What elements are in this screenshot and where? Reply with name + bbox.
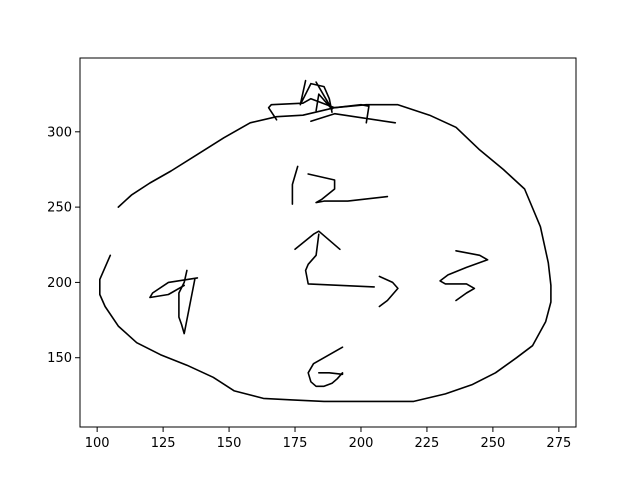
series-line-11: [439, 250, 489, 302]
x-axis: 100 125 150 175 200 225 250 275: [85, 427, 571, 451]
series-line-6: [291, 165, 299, 205]
axes-frame: [79, 57, 577, 428]
series-line-8: [294, 230, 341, 251]
y-tick-label-1: 200: [47, 276, 72, 291]
y-tick-label-2: 250: [47, 201, 72, 216]
x-tick-label-3: 175: [283, 436, 308, 451]
series-line-12: [178, 269, 196, 335]
x-tick-label-1: 125: [151, 436, 176, 451]
plot-lines: [99, 79, 552, 403]
series-line-5: [315, 81, 333, 112]
series-line-9: [304, 233, 375, 288]
series-line-0: [99, 103, 552, 403]
x-tick-label-0: 100: [85, 436, 110, 451]
y-axis: 150 200 250 300: [47, 125, 80, 366]
series-line-14: [307, 346, 344, 388]
y-tick-label-3: 300: [47, 125, 72, 140]
series-line-7: [307, 173, 389, 204]
series-line-1: [267, 97, 336, 121]
x-tick-label-7: 275: [546, 436, 571, 451]
series-line-2: [333, 103, 370, 124]
x-tick-label-4: 200: [349, 436, 374, 451]
y-tick-label-0: 150: [47, 351, 72, 366]
series-line-10: [378, 275, 399, 308]
x-tick-label-2: 150: [217, 436, 242, 451]
series-line-13: [149, 277, 199, 299]
x-tick-label-5: 225: [415, 436, 440, 451]
x-tick-label-6: 250: [480, 436, 505, 451]
series-line-3: [310, 112, 397, 124]
